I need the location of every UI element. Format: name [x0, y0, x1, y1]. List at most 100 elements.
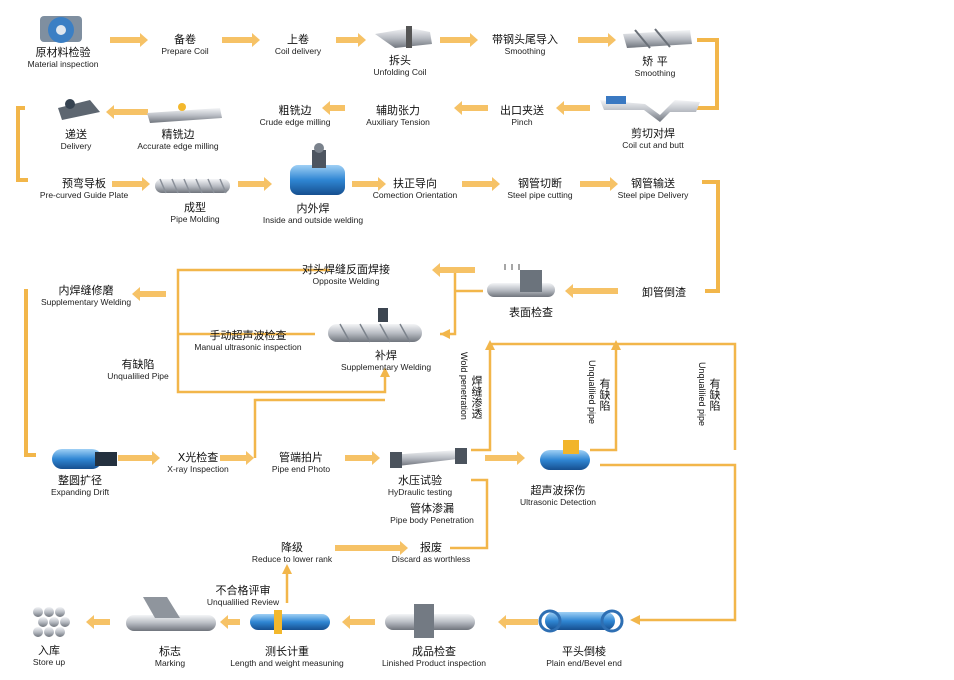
label-en: Plain end/Bevel end	[546, 658, 622, 668]
label-en: Steel pipe Delivery	[617, 190, 689, 200]
step-smoothing: 矫 平 Smoothing	[635, 55, 676, 79]
label-en: Smoothing	[634, 68, 676, 78]
vertical-weld-penetration-cn: 焊缝渗透	[470, 375, 483, 419]
step-in-out-welding: 内外焊 Inside and outside welding	[263, 202, 363, 226]
vertical-weld-penetration-en: Wold penetration	[459, 352, 469, 420]
flow-arrow	[578, 33, 616, 47]
flow-arrow	[565, 284, 618, 298]
label-cn: 原材料检验	[35, 46, 91, 59]
label-en: Discard as worthless	[391, 554, 471, 564]
label-cn: 标志	[158, 645, 181, 658]
label-cn: 手动超声波检查	[209, 329, 287, 342]
step-prepare-coil: 备卷 Prepare Coil	[161, 33, 208, 57]
flow-arrow	[110, 33, 148, 47]
step-finished-inspection: 成品检查 Linished Product inspection	[382, 645, 486, 669]
flow-arrow	[454, 101, 488, 115]
branch-arrowheads	[282, 329, 640, 625]
label-en: Unfolding Coil	[373, 67, 427, 77]
label-en: Expanding Drift	[50, 487, 110, 497]
vertical-defect-right-cn: 有缺陷	[708, 378, 721, 411]
label-cn: 内外焊	[296, 202, 330, 215]
step-correction: 扶正导向 Comection Orientation	[373, 177, 458, 201]
label-en: Store up	[32, 657, 66, 667]
step-defect-left: 有缺陷 Unqualilied Pipe	[107, 358, 168, 382]
hydraulic-testing-icon	[390, 448, 467, 468]
flow-arrow	[345, 451, 380, 465]
connector-lines	[16, 38, 720, 457]
step-opposite-welding: 对头焊缝反面焊接 Opposite Welding	[302, 263, 390, 287]
label-cn: 不合格评审	[215, 584, 271, 597]
step-pipe-delivery: 钢管输送 Steel pipe Delivery	[618, 177, 689, 201]
label-cn: 对头焊缝反面焊接	[302, 263, 390, 276]
label-en: Length and weight measuning	[230, 658, 344, 668]
step-length-weight: 测长计重 Length and weight measuning	[230, 645, 343, 669]
flow-arrow	[220, 451, 254, 465]
flow-arrow	[106, 105, 148, 119]
step-store: 入库 Store up	[33, 644, 65, 668]
label-en: X-ray Inspection	[167, 464, 229, 474]
label-en: Supplementary Welding	[40, 297, 132, 307]
label-cn: 辅助张力	[375, 104, 420, 117]
label-cn: 有缺陷	[708, 378, 721, 411]
label-en: Ultrasonic Detection	[519, 497, 597, 507]
label-en: Pipe end Photo	[271, 464, 331, 474]
flow-arrow	[556, 101, 590, 115]
finished-inspection-icon	[385, 604, 475, 638]
flow-arrow	[342, 615, 375, 629]
label-cn: 成品检查	[412, 645, 456, 658]
vertical-defect-right-en: Unqualilied pipe	[697, 362, 707, 427]
label-en: HyDraulic testing	[387, 487, 453, 497]
label-cn: 出口夹送	[500, 104, 544, 117]
step-accurate-milling: 精铣边 Accurate edge milling	[137, 128, 218, 152]
label-en: Smoothing	[504, 46, 546, 56]
label-cn: 超声波探伤	[530, 484, 586, 497]
step-auxiliary-tension: 辅助张力 Auxiliary Tension	[366, 104, 430, 128]
flow-arrow	[498, 615, 538, 629]
coil-cut-butt-icon	[600, 96, 700, 122]
label-en: Pre-curved Guide Plate	[39, 190, 129, 200]
label-cn: 焊缝渗透	[470, 375, 483, 419]
step-inner-repair: 内焊缝修磨 Supplementary Welding	[41, 284, 131, 308]
label-cn: 入库	[37, 644, 60, 657]
step-unqualified-review: 不合格评审 Unqualilied Review	[207, 584, 279, 608]
step-pipe-end-photo: 管端拍片 Pipe end Photo	[272, 451, 330, 475]
flow-arrow	[222, 33, 260, 47]
label-en: Inside and outside welding	[262, 215, 364, 225]
label-en: Pinch	[511, 117, 533, 127]
label-cn: 有缺陷	[121, 358, 155, 371]
label-en: Opposite Welding	[312, 276, 380, 286]
label-cn: 表面检查	[509, 306, 553, 319]
label-cn: 管端拍片	[278, 451, 323, 464]
pipe-molding-icon	[155, 178, 230, 194]
label-cn: 报废	[419, 541, 442, 554]
step-downgrade: 降级 Reduce to lower rank	[252, 541, 332, 565]
step-marking: 标志 Marking	[155, 645, 185, 669]
step-surface-inspection: 表面检查	[509, 306, 553, 319]
smoothing-icon	[623, 28, 692, 49]
marking-icon	[126, 597, 216, 631]
step-ultrasonic-detection: 超声波探伤 Ultrasonic Detection	[520, 484, 596, 508]
label-cn: X光检查	[177, 451, 219, 464]
step-material-inspection: 原材料检验 Material inspection	[28, 46, 99, 70]
step-pinch: 出口夹送 Pinch	[500, 104, 544, 128]
label-cn: 矫 平	[642, 55, 668, 68]
label-cn: 成型	[183, 201, 206, 214]
flow-arrow	[352, 177, 386, 191]
accurate-milling-icon	[147, 103, 222, 123]
label-cn: 内焊缝修磨	[58, 284, 114, 297]
flow-arrow	[580, 177, 618, 191]
label-en: Unqualilied Review	[206, 597, 280, 607]
step-pipe-molding: 成型 Pipe Molding	[170, 201, 219, 225]
step-crude-milling: 粗铣边 Crude edge milling	[260, 104, 331, 128]
label-en: Pipe Molding	[170, 214, 220, 224]
label-cn: 扶正导向	[392, 177, 437, 190]
label-en: Supplementary Welding	[340, 362, 432, 372]
step-strip-guide: 带钢头尾导入 Smoothing	[492, 33, 558, 57]
flow-arrow	[335, 541, 408, 555]
flow-arrow	[462, 177, 500, 191]
step-manual-ultrasonic: 手动超声波检查 Manual ultrasonic inspection	[194, 329, 301, 353]
label-en: Coil cut and butt	[622, 140, 684, 150]
label-cn: 备卷	[174, 33, 196, 46]
step-coil-cut-butt: 剪切对焊 Coil cut and butt	[622, 127, 683, 151]
